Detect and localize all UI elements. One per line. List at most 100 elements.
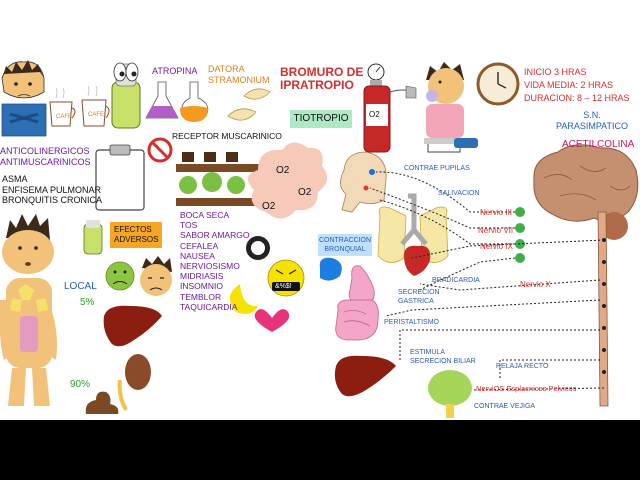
drug-class-line-2: ANTIMUSCARINICOS	[0, 156, 91, 167]
indications-list: ASMA ENFISEMA PULMONAR BRONQUITIS CRONIC…	[2, 174, 102, 206]
secrecion-line-2: GASTRICA	[398, 298, 434, 305]
sick-smiley-icon	[105, 261, 135, 291]
effect-tos: TOS	[180, 220, 198, 231]
head-profile-icon	[340, 151, 387, 213]
nervio-ix-label: Nervio IX	[480, 242, 513, 251]
cafe-label-2: CAFE	[88, 112, 105, 118]
systemic-percent: 90%	[70, 379, 91, 390]
receptor-membrane-icon	[176, 152, 262, 206]
illustration-layer	[0, 60, 639, 418]
coffee-top-icon	[246, 236, 270, 260]
diagram-canvas: CAFE CAFE ANTICOLINERGICOS ANTIMUSCARINI…	[0, 0, 640, 420]
leaf-icon	[227, 88, 271, 121]
o2-label-3: O2	[262, 201, 276, 212]
heart-organ-icon	[404, 245, 431, 276]
salivacion-label: SALIVACION	[438, 190, 480, 197]
effects-title-line-2: ADVERSOS	[114, 235, 159, 244]
atropina-label: ATROPINA	[152, 66, 198, 76]
o2-label-2: O2	[298, 187, 312, 198]
nerve-pathways	[369, 171, 605, 391]
drug-class-title: ANTICOLINERGICOS ANTIMUSCARINICOS	[0, 146, 91, 167]
clipboard-icon	[95, 144, 145, 211]
relaja-recto-label: RELAJA RECTO	[496, 363, 549, 370]
inhaler-character-icon	[111, 62, 141, 129]
system-title: S.N. PARASIMPATICO	[556, 110, 628, 131]
effect-temblor: TEMBLOR	[180, 291, 222, 302]
vida-media-text: VIDA MEDIA: 2 HRAS	[524, 80, 614, 90]
lung-blob-icon	[319, 257, 342, 281]
inicio-text: INICIO 3 HRAS	[524, 67, 587, 77]
o2-label-1: O2	[276, 165, 290, 176]
prohibited-icon	[147, 137, 173, 163]
drug-title: BROMURO DE IPRATROPIO	[280, 66, 363, 92]
heart-icon	[254, 309, 290, 332]
contraccion-bronquial-box: CONTRACCION BRONQUIAL	[318, 234, 372, 256]
contrae-pupilas-label: CONTRAE PUPILAS	[404, 165, 470, 172]
curse-text: &%$!	[275, 283, 292, 290]
effect-insomnio: INSOMNIO	[180, 281, 223, 292]
tiotropio-box: TIOTROPIO	[290, 110, 352, 128]
effect-nausea: NAUSEA	[180, 250, 215, 261]
effect-boca-seca: BOCA SECA	[180, 210, 230, 220]
moon-icon	[229, 284, 258, 314]
ganglion-nodes	[515, 207, 525, 263]
contrae-vejiga-label: CONTRAE VEJIGA	[474, 403, 536, 410]
neurotransmitter-label: ACETILCOLINA	[562, 139, 635, 150]
datora-line-2: STRAMONIUM	[208, 74, 270, 85]
nervio-vii-label: Nervio VII	[478, 226, 514, 235]
estimula-line-2: SECRECION BILIAR	[410, 358, 476, 365]
brain-icon	[533, 144, 639, 407]
liver-icon	[103, 305, 162, 347]
flask-datora-icon	[180, 81, 209, 122]
adverse-effects-list: BOCA SECA TOS SABOR AMARGO CEFALEA NAUSE…	[180, 210, 249, 312]
estimula-label: ESTIMULA SECRECION BILIAR	[410, 348, 476, 366]
datora-line-1: DATORA	[208, 64, 245, 74]
bradicardia-label: BRADICARDIA	[432, 277, 480, 284]
patient-person-icon	[424, 62, 478, 153]
child-body-icon	[0, 278, 57, 406]
effects-title-line-1: EFECTOS	[114, 225, 152, 234]
clock-icon	[476, 62, 520, 106]
contraccion-line-2: BRONQUIAL	[324, 246, 366, 253]
angry-smiley-icon	[267, 259, 305, 297]
pharmacokinetics: INICIO 3 HRAS VIDA MEDIA: 2 HRAS DURACIO…	[524, 66, 630, 105]
drug-title-line-1: BROMURO DE	[280, 65, 364, 79]
system-title-line-2: PARASIMPATICO	[556, 120, 629, 131]
adverse-effects-box: EFECTOS ADVERSOS	[110, 222, 162, 248]
inhaler-o2-label: O2	[369, 110, 380, 119]
nervio-iii-label: Nervio III	[480, 208, 513, 217]
child-face-icon	[2, 214, 54, 274]
effect-taquicardia: TAQUICARDIA	[180, 301, 238, 312]
effect-nerviosismo: NERVIOSISMO	[180, 261, 240, 272]
indication-bronquitis: BRONQUITIS CRONICA	[2, 195, 103, 205]
local-label: LOCAL	[64, 281, 97, 292]
intestine-icon	[335, 299, 379, 341]
stool-icon	[85, 391, 119, 414]
duracion-text: DURACION: 8 – 12 HRAS	[524, 93, 630, 103]
oxygen-cloud-icon	[247, 142, 328, 219]
cafe-label-1: CAFE	[56, 114, 73, 120]
flask-atropina-icon	[145, 81, 179, 119]
worried-person-icon	[1, 60, 47, 137]
drug-title-line-2: IPRATROPIO	[280, 78, 354, 92]
stomach-icon	[348, 265, 375, 305]
receptor-label: RECEPTOR MUSCARINICO	[172, 131, 282, 141]
indication-asma: ASMA	[2, 174, 28, 184]
kidney-icon	[117, 354, 151, 411]
coffee-cups-icon	[49, 85, 110, 127]
contraccion-line-1: CONTRACCION	[318, 237, 372, 244]
liver-organ-icon	[334, 355, 396, 397]
effect-midriasis: MIDRIASIS	[180, 271, 224, 282]
peristaltismo-label: PERISTALTISMO	[384, 319, 439, 326]
effect-cefalea: CEFALEA	[180, 240, 219, 251]
datora-label: DATORA STRAMONIUM	[208, 64, 270, 85]
estimula-line-1: ESTIMULA	[410, 349, 446, 356]
indication-enfisema: ENFISEMA PULMONAR	[2, 184, 102, 195]
effect-sabor-amargo: SABOR AMARGO	[180, 230, 250, 241]
local-percent: 5%	[80, 297, 95, 308]
drug-class-line-1: ANTICOLINERGICOS	[0, 146, 90, 156]
pelvic-nerves-label: NerviOS Esplacnicos Pelvicos	[476, 384, 577, 393]
tired-kid-icon	[140, 256, 172, 296]
system-title-line-1: S.N.	[583, 110, 601, 120]
